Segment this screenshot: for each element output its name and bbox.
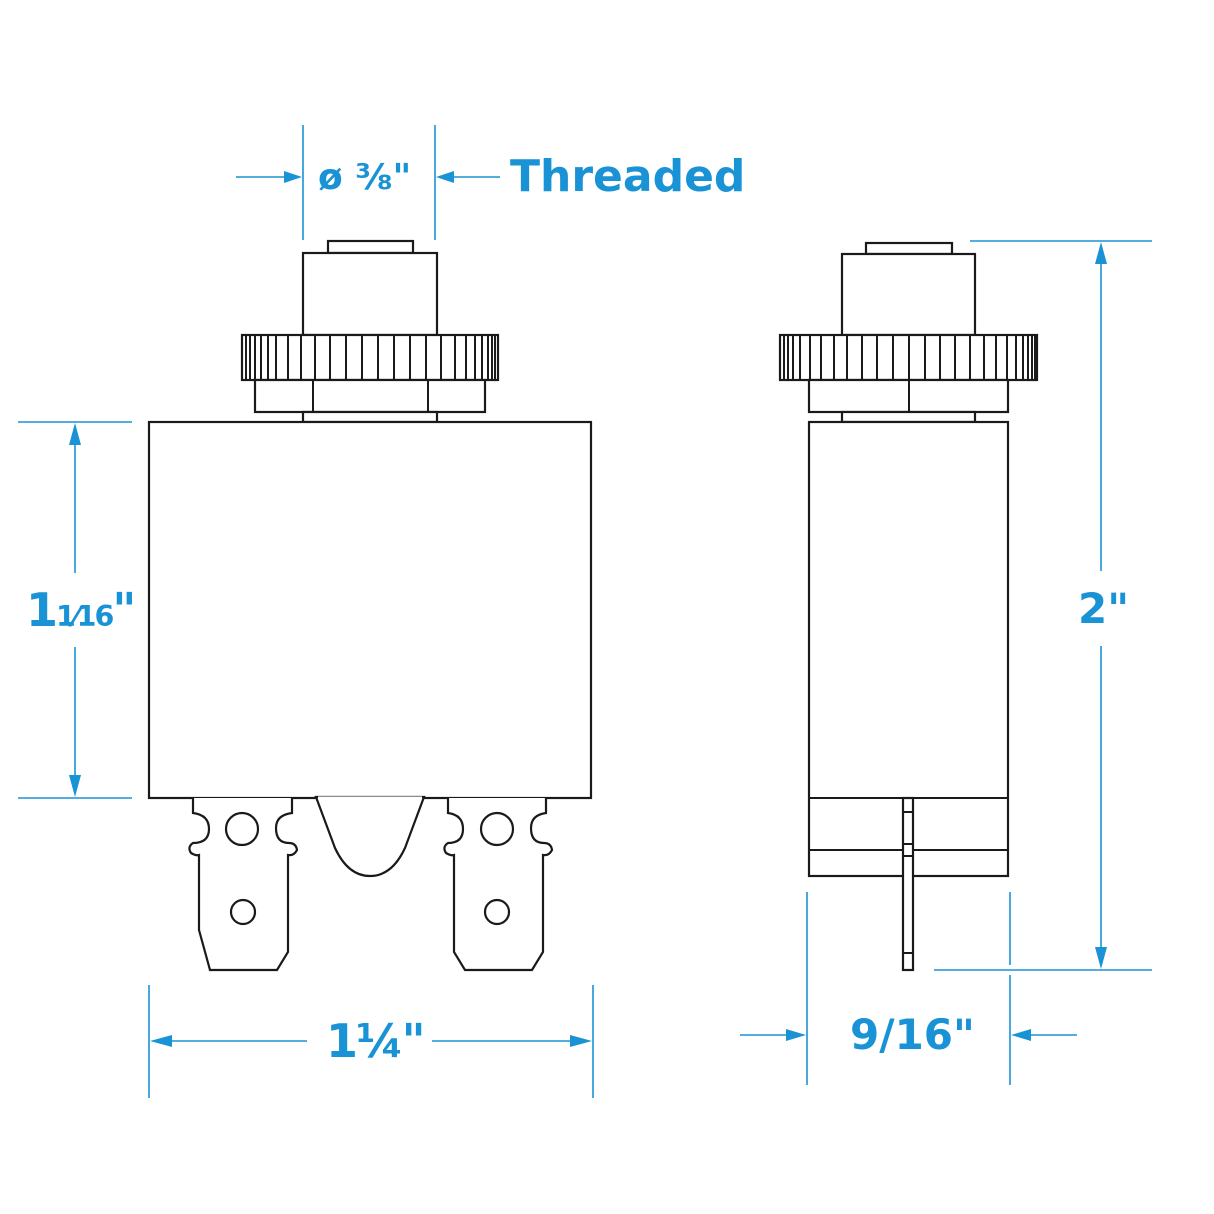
body-height-fraction: 1⁄16: [56, 600, 114, 633]
thread-diameter-value: ø ⅜": [318, 157, 412, 198]
dimension-body-width: [148, 985, 594, 1098]
body-height-whole: 1: [26, 583, 58, 637]
body-width-unit: ": [401, 1014, 426, 1068]
front-terminal-right: [443, 798, 554, 972]
front-terminal-left: [188, 798, 299, 972]
body-width-fraction: ¼: [356, 1014, 404, 1068]
body-height-unit: ": [112, 583, 136, 637]
body-depth-value: 9/16": [850, 1010, 975, 1059]
body-depth-label: 9/16": [850, 1014, 975, 1056]
front-body: [147, 420, 593, 800]
front-button-cap: [326, 239, 415, 255]
side-button-cap: [864, 241, 954, 256]
thread-diameter-label: ø ⅜": [318, 160, 411, 196]
front-knurled-nut: [240, 333, 500, 382]
side-button-stem: [840, 252, 977, 337]
threaded-text: Threaded: [510, 151, 746, 202]
front-hex-nut: [253, 378, 487, 414]
front-neck: [301, 410, 439, 424]
body-width-label: 1¼": [326, 1018, 426, 1064]
dimension-body-height: [18, 421, 132, 799]
side-hex-nut: [807, 378, 1010, 414]
dimension-body-depth: [740, 892, 1077, 1085]
front-button-stem: [301, 251, 439, 337]
side-terminal-tab: [901, 796, 915, 972]
dimension-overall-height: [934, 240, 1152, 971]
overall-height-value: 2": [1078, 584, 1130, 633]
front-center-notch: [314, 795, 426, 878]
threaded-label: Threaded: [510, 155, 745, 199]
front-view: [147, 239, 593, 972]
side-knurled-nut: [778, 333, 1039, 382]
overall-height-label: 2": [1078, 588, 1129, 630]
side-neck: [840, 410, 977, 424]
dimension-thread-diameter: [236, 125, 500, 240]
body-width-whole: 1: [326, 1014, 358, 1068]
side-view: [778, 241, 1039, 972]
body-height-label: 11⁄16": [26, 587, 136, 633]
